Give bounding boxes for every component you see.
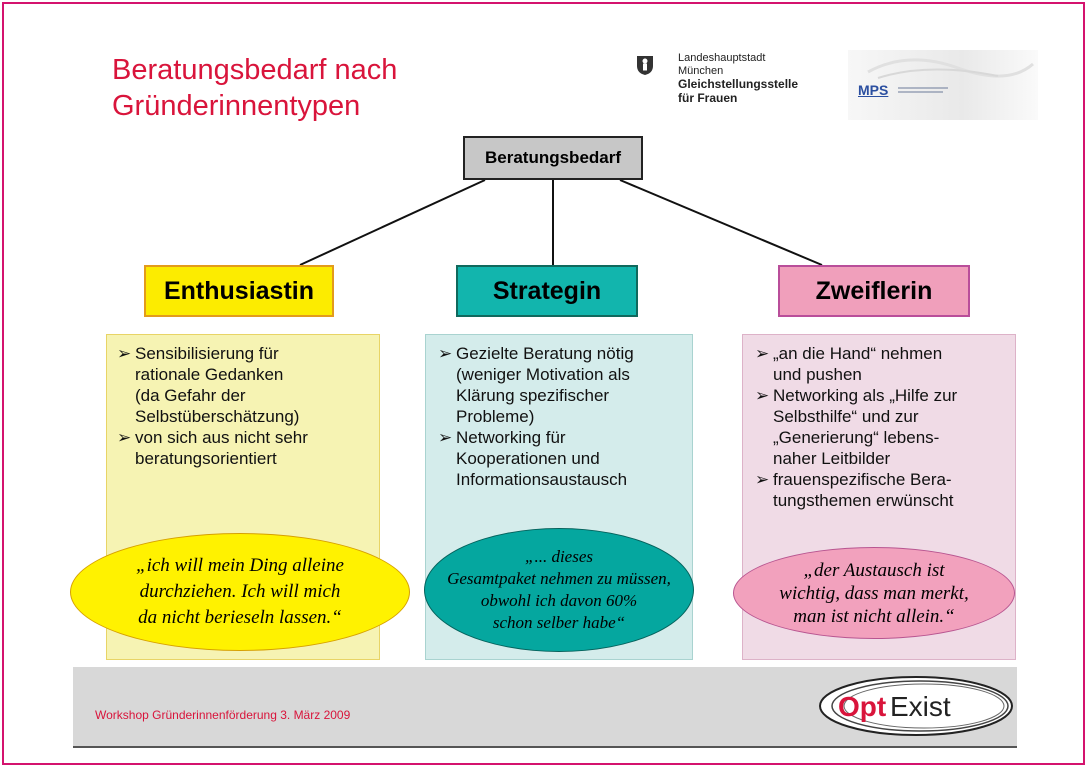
bullet-line: Informationsaustausch <box>456 470 628 489</box>
bullet-item: ➢ Gezielte Beratung nötig (weniger Motiv… <box>438 343 634 427</box>
bullet-item: ➢ Networking als „Hilfe zur Selbsthilfe“… <box>755 385 957 469</box>
bullet-item: ➢ Networking für Kooperationen und Infor… <box>438 427 634 490</box>
connector-left <box>299 179 486 266</box>
bullet-line: Klärung spezifischer <box>456 386 610 405</box>
bullet-line: Gezielte Beratung nötig <box>456 344 634 363</box>
munich-logo: Landeshauptstadt München Gleichstellungs… <box>630 48 840 120</box>
arrow-bullet-icon: ➢ <box>755 470 770 489</box>
bullet-line: tungsthemen erwünscht <box>773 491 954 510</box>
arrow-bullet-icon: ➢ <box>438 344 453 363</box>
arrow-bullet-icon: ➢ <box>117 428 132 447</box>
footer-divider <box>73 746 1017 748</box>
bullet-line: (weniger Motivation als <box>456 365 630 384</box>
quote-line: da nicht berieseln lassen.“ <box>138 607 342 628</box>
root-node-box: Beratungsbedarf <box>463 136 643 180</box>
type-box-strategin: Strategin <box>456 265 638 317</box>
quote-zweiflerin: „der Austausch ist wichtig, dass man mer… <box>733 547 1015 639</box>
munich-logo-text: Landeshauptstadt München Gleichstellungs… <box>678 52 798 106</box>
bullets-strategin: ➢ Gezielte Beratung nötig (weniger Motiv… <box>438 343 634 490</box>
title-line-1: Beratungsbedarf nach <box>112 54 398 86</box>
bullets-zweiflerin: ➢ „an die Hand“ nehmen und pushen ➢ Netw… <box>755 343 957 511</box>
bullet-item: ➢ „an die Hand“ nehmen und pushen <box>755 343 957 385</box>
bullet-line: naher Leitbilder <box>773 449 891 468</box>
slide-title: Beratungsbedarf nach Gründerinnentypen <box>112 52 397 124</box>
bullet-line: von sich aus nicht sehr <box>135 428 308 447</box>
munich-line-2: München <box>678 65 724 77</box>
quote-line: durchziehen. Ich will mich <box>139 581 341 602</box>
bullet-line: rationale Gedanken <box>135 365 284 384</box>
bullet-line: Selbstüberschätzung) <box>135 407 300 426</box>
arrow-bullet-icon: ➢ <box>117 344 132 363</box>
bullet-line: und pushen <box>773 365 862 384</box>
quote-strategin: „... dieses Gesamtpaket nehmen zu müssen… <box>424 528 694 652</box>
optexist-opt: Opt <box>838 691 886 722</box>
mps-logo: MPS <box>848 50 1038 120</box>
munich-line-1: Landeshauptstadt <box>678 52 766 64</box>
bullet-line: Probleme) <box>456 407 535 426</box>
arrow-bullet-icon: ➢ <box>438 428 453 447</box>
bullet-line: beratungsorientiert <box>135 449 277 468</box>
arrow-bullet-icon: ➢ <box>755 386 770 405</box>
bullet-line: Sensibilisierung für <box>135 344 279 363</box>
bullet-line: „Generierung“ lebens- <box>773 428 940 447</box>
mps-tagline-graphic <box>898 87 948 93</box>
bullet-item: ➢ Sensibilisierung für rationale Gedanke… <box>117 343 308 427</box>
footer-text: Workshop Gründerinnenförderung 3. März 2… <box>95 708 351 722</box>
bullets-enthusiastin: ➢ Sensibilisierung für rationale Gedanke… <box>117 343 308 469</box>
type-box-zweiflerin: Zweiflerin <box>778 265 970 317</box>
arrow-bullet-icon: ➢ <box>755 344 770 363</box>
quote-line: obwohl ich davon 60% <box>480 591 638 610</box>
quote-line: Gesamtpaket nehmen zu müssen, <box>447 569 671 588</box>
quote-line: man ist nicht allein.“ <box>793 605 955 627</box>
bullet-item: ➢ frauenspezifische Bera- tungsthemen er… <box>755 469 957 511</box>
bullet-line: Selbsthilfe“ und zur <box>773 407 919 426</box>
optexist-logo: Opt Exist <box>819 676 1013 736</box>
munich-line-4: für Frauen <box>678 91 738 105</box>
munich-coat-of-arms-icon <box>637 56 653 75</box>
bullet-line: „an die Hand“ nehmen <box>773 344 943 363</box>
bullet-line: frauenspezifische Bera- <box>773 470 952 489</box>
optexist-exist: Exist <box>890 691 951 722</box>
type-box-enthusiastin: Enthusiastin <box>144 265 334 317</box>
mps-swirl-icon <box>867 58 1034 79</box>
quote-line: „ich will mein Ding alleine <box>136 555 344 576</box>
munich-line-3: Gleichstellungsstelle <box>678 77 799 91</box>
quote-enthusiastin: „ich will mein Ding alleine durchziehen.… <box>70 533 410 651</box>
mps-logo-text: MPS <box>858 82 889 98</box>
bullet-line: Networking für <box>456 428 566 447</box>
bullet-line: (da Gefahr der <box>135 386 246 405</box>
connector-right <box>619 179 823 266</box>
bullet-line: Networking als „Hilfe zur <box>773 386 958 405</box>
bullet-item: ➢ von sich aus nicht sehr beratungsorien… <box>117 427 308 469</box>
title-line-2: Gründerinnentypen <box>112 90 361 122</box>
quote-line: „der Austausch ist <box>803 559 945 581</box>
bullet-line: Kooperationen und <box>456 449 600 468</box>
quote-line: schon selber habe“ <box>492 613 626 632</box>
quote-line: wichtig, dass man merkt, <box>779 582 969 604</box>
quote-line: „... dieses <box>524 547 593 566</box>
